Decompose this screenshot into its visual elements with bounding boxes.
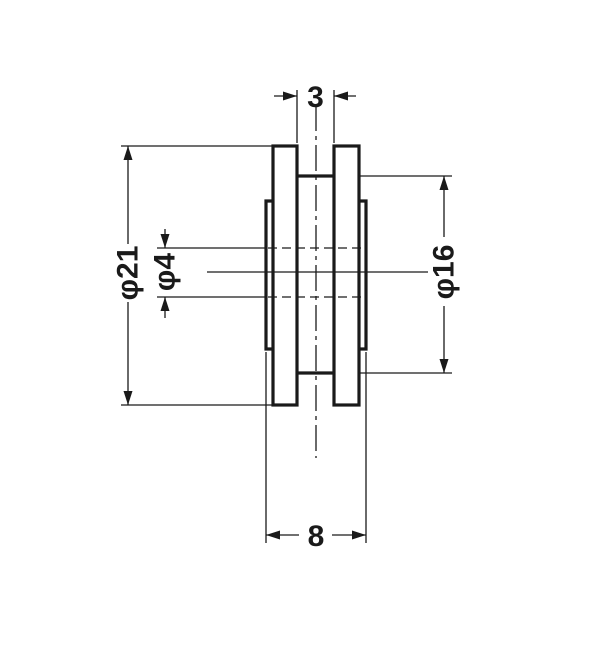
right-flange bbox=[332, 144, 361, 407]
right-bushing bbox=[359, 199, 368, 351]
arrowhead bbox=[266, 530, 280, 540]
outer-diameter-label: φ21 bbox=[112, 246, 145, 301]
width-top-label: 3 bbox=[307, 81, 324, 114]
dimension-groove-diameter: φ16 bbox=[360, 175, 461, 374]
left-flange bbox=[271, 144, 299, 407]
arrowhead bbox=[439, 359, 449, 373]
arrowhead bbox=[334, 91, 348, 101]
arrowhead bbox=[123, 146, 133, 160]
dimension-width-bottom: 8 bbox=[265, 352, 367, 553]
width-bottom-label: 8 bbox=[308, 520, 325, 553]
bore-diameter-label: φ4 bbox=[149, 253, 182, 291]
arrowhead bbox=[439, 176, 449, 190]
left-bushing bbox=[264, 199, 273, 351]
dimension-bore-diameter: φ4 bbox=[149, 229, 266, 318]
dimension-outer-diameter: φ21 bbox=[112, 145, 272, 406]
dimension-width-top: 3 bbox=[274, 81, 356, 143]
arrowhead bbox=[160, 297, 170, 311]
arrowhead bbox=[123, 391, 133, 405]
groove-diameter-label: φ16 bbox=[428, 245, 461, 300]
arrowhead bbox=[352, 530, 366, 540]
arrowhead bbox=[160, 234, 170, 248]
center-lines bbox=[207, 105, 428, 458]
arrowhead bbox=[283, 91, 297, 101]
roller-outline bbox=[264, 144, 368, 407]
